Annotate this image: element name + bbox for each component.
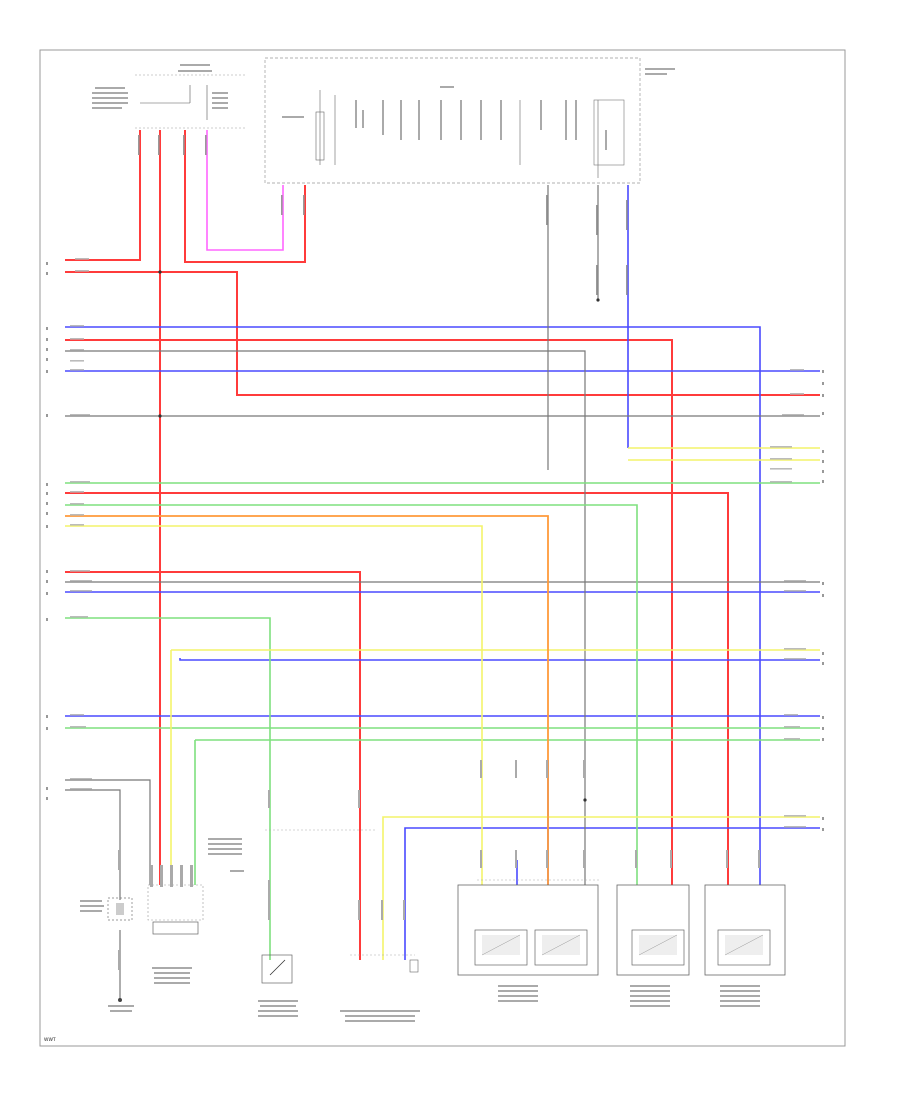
right-pin-markers bbox=[822, 370, 824, 831]
front-speed-sensor-left bbox=[616, 884, 690, 1007]
data-link-connector bbox=[340, 959, 420, 1022]
diagram-frame bbox=[39, 49, 846, 1047]
left-sensor-component bbox=[80, 897, 134, 1012]
splice-points bbox=[158, 270, 600, 802]
footer-code: WWT bbox=[44, 1037, 56, 1043]
lower-wire-ticks bbox=[118, 760, 760, 970]
left-pin-markers bbox=[46, 262, 48, 800]
brake-switch bbox=[208, 838, 298, 1017]
wire-red-feeds bbox=[65, 130, 820, 960]
front-speed-sensor-right bbox=[704, 884, 786, 1007]
wire-yellow bbox=[65, 447, 820, 960]
steering-sensor-connector bbox=[147, 865, 204, 984]
control-module-box bbox=[264, 57, 675, 184]
fuse-block-top bbox=[92, 64, 245, 129]
wire-pink bbox=[206, 130, 284, 251]
wire-green bbox=[65, 482, 820, 960]
wire-label-ticks bbox=[70, 258, 806, 828]
vertical-wire-ticks bbox=[138, 135, 628, 295]
rear-speed-sensor-left bbox=[457, 884, 599, 1002]
